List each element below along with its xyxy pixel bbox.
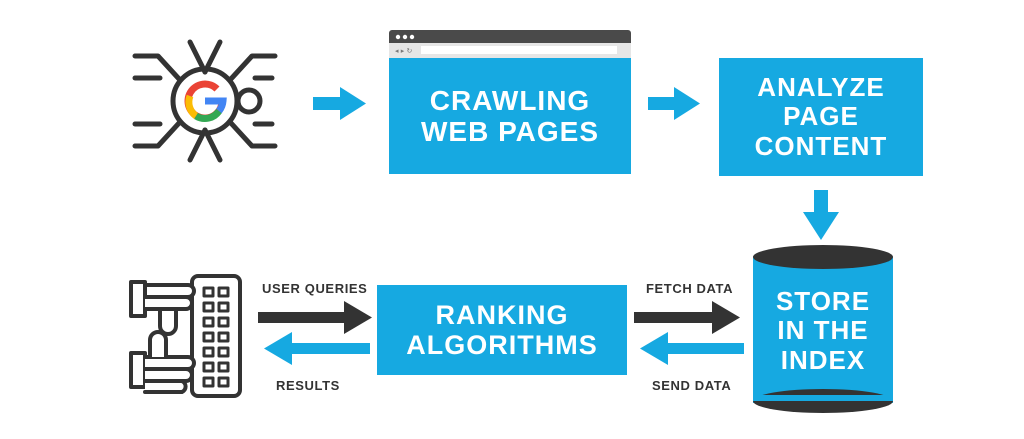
arrow-analyze-to-index [803, 190, 839, 240]
crawling-web-pages-label: CRAWLING WEB PAGES [420, 84, 600, 147]
fetch-data-label: FETCH DATA [646, 281, 734, 296]
arrow-user-queries [258, 301, 372, 334]
arrow-results [264, 332, 370, 365]
analyze-page-content-label: ANALYZE PAGE CONTENT [754, 72, 888, 161]
google-spider-bot-icon [132, 39, 278, 163]
arrow-crawler-to-crawl [313, 87, 366, 120]
crawling-web-pages-box: CRAWLING WEB PAGES [389, 58, 631, 174]
ranking-algorithms-label: RANKING ALGORITHMS [406, 299, 598, 360]
arrow-fetch-data [634, 301, 740, 334]
store-in-index-label: STORE IN THE INDEX [775, 286, 871, 375]
google-g-logo-icon [184, 80, 227, 122]
arrow-crawl-to-analyze [648, 87, 700, 120]
browser-window-icon: ◂ ▸ ↻ [389, 30, 631, 58]
send-data-label: SEND DATA [652, 378, 732, 393]
hands-on-keyboard-icon [129, 274, 242, 398]
user-queries-label: USER QUERIES [262, 281, 368, 296]
results-label: RESULTS [276, 378, 340, 393]
arrow-send-data [640, 332, 744, 365]
analyze-page-content-box: ANALYZE PAGE CONTENT [719, 58, 923, 176]
ranking-algorithms-box: RANKING ALGORITHMS [377, 285, 627, 375]
index-cylinder [753, 245, 893, 413]
svg-text:◂ ▸ ↻: ◂ ▸ ↻ [395, 47, 412, 55]
store-in-index-label-box: STORE IN THE INDEX [753, 275, 893, 387]
